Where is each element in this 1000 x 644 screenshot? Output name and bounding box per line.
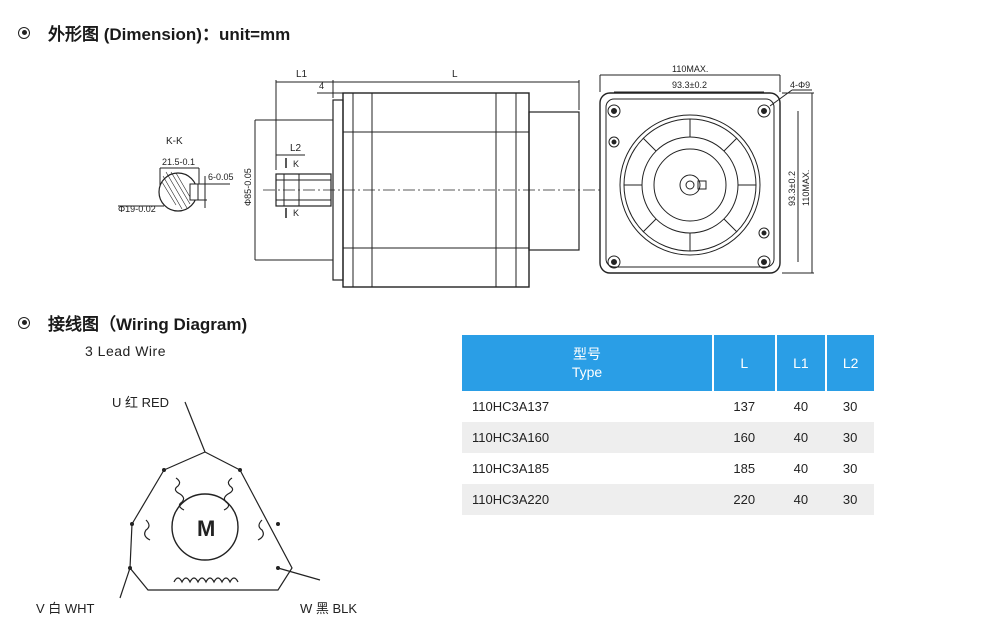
motor-label: M — [197, 516, 215, 541]
cell-l1: 40 — [793, 461, 809, 476]
table-row: 110HC3A137 137 40 30 — [462, 391, 874, 422]
dim-shaft: Φ19-0.02 — [118, 204, 156, 214]
cell-l: 137 — [733, 399, 756, 414]
dim-pilot: Φ85-0.05 — [243, 168, 253, 206]
dim-l2: L2 — [290, 143, 302, 154]
w-label: W 黑 BLK — [300, 601, 358, 616]
table-header-l1: L1 — [774, 335, 827, 391]
section-keyway — [189, 183, 199, 201]
table-row: 110HC3A185 185 40 30 — [462, 453, 874, 484]
u-label: U 红 RED — [112, 395, 170, 410]
cell-l2: 30 — [842, 399, 858, 414]
coil-w — [223, 477, 234, 511]
table-header-l: L — [712, 335, 776, 391]
table-header-type: 型号 Type — [462, 335, 713, 391]
motor-side-view: L1 L 4 L2 K K Φ85-0.05 — [243, 69, 600, 288]
dimension-heading: 外形图 (Dimension)：unit=mm — [18, 20, 290, 45]
table-row: 110HC3A160 160 40 30 — [462, 422, 874, 453]
dim-k-bottom: K — [293, 208, 299, 218]
bullet-icon — [18, 316, 30, 329]
cell-l2: 30 — [826, 484, 874, 515]
cell-type: 110HC3A185 — [472, 461, 550, 476]
wiring-heading: 接线图（Wiring Diagram) — [18, 310, 247, 335]
coil-u — [174, 477, 185, 511]
coil-v — [173, 577, 239, 584]
dimension-heading-text: 外形图 (Dimension)：unit=mm — [48, 25, 291, 44]
dim-93-top: 93.3±0.2 — [672, 80, 707, 90]
motor-circle — [171, 493, 239, 561]
cell-l2: 30 — [842, 461, 858, 476]
motor-front-view: 110MAX. 93.3±0.2 4-Φ9 93.3±0.2 110MAX. — [599, 64, 814, 274]
dim-holes: 4-Φ9 — [790, 80, 810, 90]
wiring-heading-text: 接线图（Wiring Diagram) — [48, 315, 248, 334]
dim-l1: L1 — [296, 69, 308, 80]
dim-110max-top: 110MAX. — [672, 64, 708, 74]
table-header-l2: L2 — [825, 335, 874, 391]
dim-k-top: K — [293, 159, 299, 169]
dim-93-side: 93.3±0.2 — [787, 171, 797, 206]
dim-key: 6-0.05 — [208, 172, 234, 182]
v-label: V 白 WHT — [36, 601, 95, 616]
dim-key-width: 21.5-0.1 — [162, 157, 195, 167]
cell-l1: 40 — [793, 399, 809, 414]
cell-type: 110HC3A220 — [462, 484, 713, 515]
bullet-icon — [18, 26, 30, 39]
dim-110max-side: 110MAX. — [801, 170, 811, 206]
table-header-row: 型号 Type L L1 L2 — [462, 335, 874, 391]
cell-l: 220 — [713, 484, 776, 515]
cell-l1: 40 — [775, 422, 827, 453]
junction-dots — [128, 468, 280, 570]
table-row: 110HC3A220 220 40 30 — [462, 484, 874, 515]
wiring-subtitle: 3 Lead Wire — [85, 343, 166, 359]
section-label: K-K — [166, 136, 183, 147]
section-hatch — [161, 171, 191, 210]
dim-l: L — [452, 69, 458, 80]
header-cn: 型号 — [573, 346, 601, 362]
cell-type: 110HC3A137 — [472, 399, 550, 414]
cell-l2: 30 — [826, 422, 874, 453]
dimension-drawing: K-K 21.5-0.1 6-0.05 Φ19-0.02 — [118, 64, 814, 288]
mount-holes — [607, 104, 771, 269]
cell-l1: 40 — [775, 484, 827, 515]
cell-type: 110HC3A160 — [462, 422, 713, 453]
spec-table: 型号 Type L L1 L2 110HC3A137 137 40 30 110… — [462, 335, 874, 515]
header-en: Type — [571, 364, 603, 380]
cell-l: 185 — [733, 461, 756, 476]
dim-4: 4 — [319, 81, 324, 91]
cell-l: 160 — [713, 422, 776, 453]
